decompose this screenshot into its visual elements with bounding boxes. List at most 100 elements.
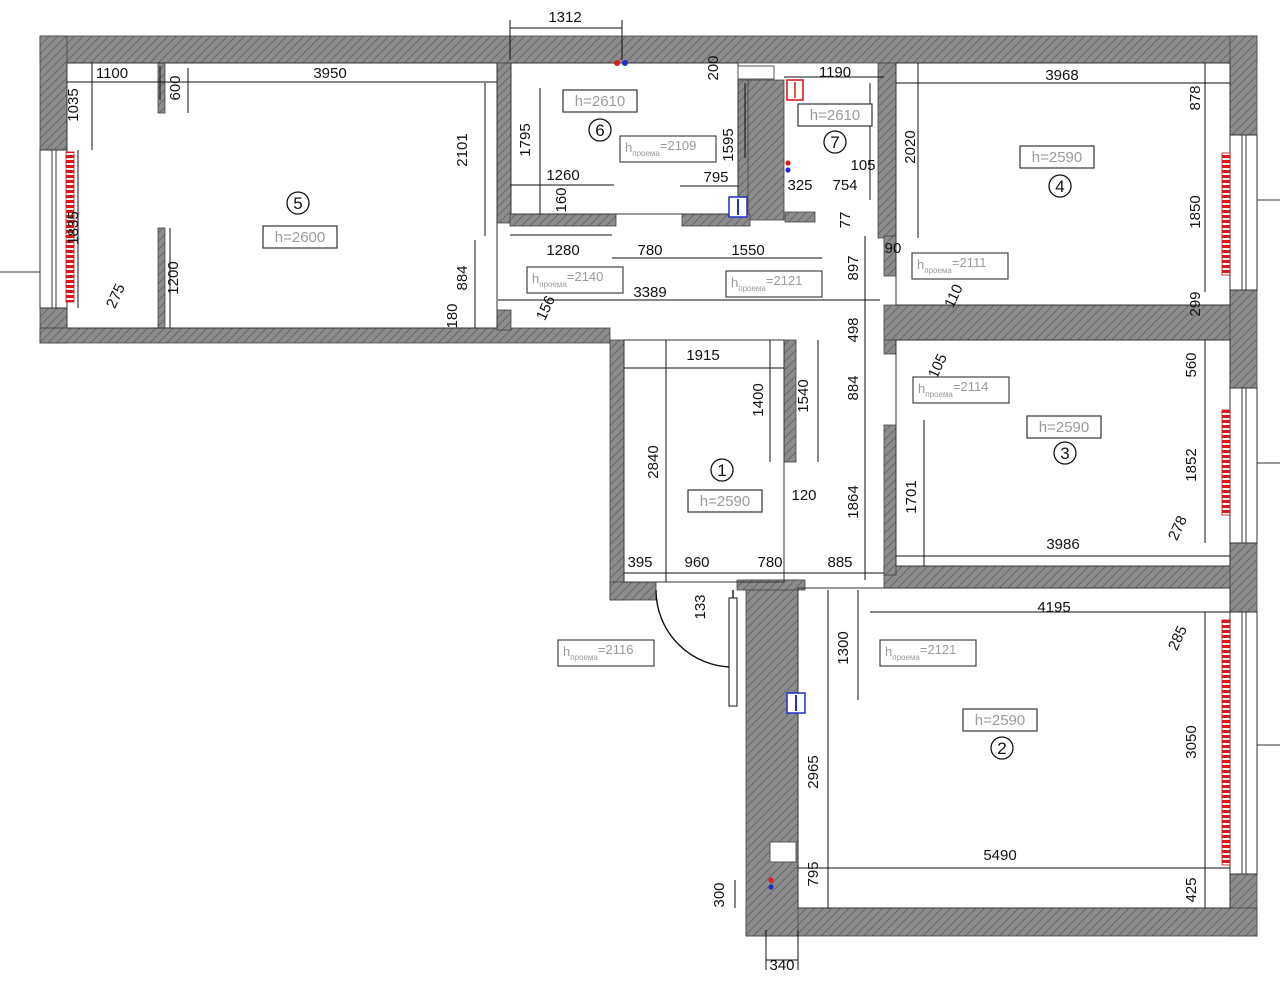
dimension-label: 278	[1165, 513, 1191, 543]
dimension-label: 1280	[546, 242, 579, 259]
dimension-label: 200	[705, 55, 722, 80]
room-height-label: h=2590	[687, 489, 763, 513]
dimension-label: 1100	[96, 65, 128, 82]
svg-text:3: 3	[1060, 444, 1069, 463]
window-room2	[1229, 611, 1258, 875]
dimension-label: 285	[1165, 623, 1191, 653]
dimension-label: 3050	[1183, 725, 1200, 758]
opening-height-label: hпроема=2116	[557, 639, 655, 667]
dimension-label: 275	[103, 281, 129, 311]
opening-height-label: hпроема=2121	[879, 639, 977, 667]
dimension-label: 885	[827, 554, 852, 571]
dimension-label: 299	[1187, 291, 1204, 316]
dimension-label: 884	[454, 265, 471, 290]
dimension-label: 780	[637, 242, 662, 259]
dimension-label: 1190	[819, 64, 851, 81]
room-number: 6	[588, 118, 612, 142]
opening-height-label: hпроема=2111	[911, 252, 1009, 280]
opening-labels: hпроема=2109 hпроема=2140 hпроема=2121 hпро…	[526, 135, 1010, 667]
svg-text:5: 5	[293, 194, 302, 213]
svg-text:hпроема=2109: hпроема=2109	[625, 138, 696, 158]
svg-text:hпроема=2116: hпроема=2116	[563, 642, 633, 662]
svg-text:4: 4	[1055, 177, 1064, 196]
dimension-label: 560	[1183, 352, 1200, 377]
dimension-label: 1300	[835, 631, 852, 664]
dimension-lines	[67, 20, 1230, 970]
dimension-label: 1850	[1187, 195, 1204, 228]
vent-icon	[737, 65, 775, 80]
dimension-label: 3950	[313, 65, 346, 82]
room-4: h=2590 4	[1019, 145, 1095, 198]
wall-bottom-left	[39, 327, 611, 344]
room-2: h=2590 2	[962, 708, 1038, 760]
dimension-label: 325	[787, 177, 812, 194]
svg-text:hпроема=2140: hпроема=2140	[532, 269, 603, 289]
dimension-label: 2020	[902, 130, 919, 163]
wall-room3-bottom	[883, 565, 1231, 589]
dimension-label: 1035	[65, 88, 82, 121]
dimension-label: 1701	[903, 480, 920, 513]
pipe-blue-icon	[785, 167, 791, 173]
room-3: h=2590 3	[1026, 415, 1102, 465]
room-6: h=2610 6	[562, 89, 638, 142]
dimension-label: 1595	[720, 128, 737, 161]
vent-icon	[769, 841, 797, 863]
wall-bottom-room1	[609, 581, 657, 601]
opening-height-label: hпроема=2121	[725, 270, 823, 298]
pipe-blue-icon	[622, 60, 628, 66]
svg-text:h=2590: h=2590	[975, 712, 1025, 729]
dimension-label: 90	[885, 240, 902, 257]
dimension-label: 878	[1187, 85, 1204, 110]
dimension-label: 120	[791, 487, 816, 504]
dimension-label: 105	[850, 157, 875, 174]
dimension-label: 77	[837, 212, 854, 229]
dimension-label: 960	[684, 554, 709, 571]
dimension-label: 1260	[546, 167, 579, 184]
svg-text:hпроема=2121: hпроема=2121	[731, 273, 802, 293]
svg-text:h=2610: h=2610	[575, 93, 625, 110]
wall-left-room1	[609, 339, 625, 601]
dimension-label: 133	[692, 594, 709, 619]
radiator-icon	[1221, 619, 1231, 866]
wall-hall-stub	[736, 579, 806, 591]
wall-corridor-stub	[496, 309, 512, 331]
dimension-label: 395	[627, 554, 652, 571]
dimension-label: 4195	[1037, 599, 1070, 616]
dimension-label: 300	[711, 882, 728, 907]
dimension-label: 3389	[633, 284, 666, 301]
svg-text:hпроема=2114: hпроема=2114	[918, 379, 988, 399]
wall-bottom-right	[745, 907, 1258, 937]
dimension-label: 1835	[65, 211, 82, 244]
window-room5	[39, 149, 68, 309]
dimension-label: 498	[845, 317, 862, 342]
dimension-label: 2965	[805, 755, 822, 788]
dimension-label: 600	[167, 75, 184, 100]
dimension-label: 2840	[645, 445, 662, 478]
fixtures	[614, 60, 806, 890]
dimension-label: 1795	[517, 123, 534, 156]
dimension-label: 795	[805, 861, 822, 886]
dimension-label: 340	[769, 957, 794, 974]
wall-partition-5b	[157, 227, 166, 329]
room-number: 2	[990, 736, 1014, 760]
dimension-label: 897	[845, 255, 862, 280]
dimension-label: 5490	[983, 847, 1016, 864]
walls	[39, 35, 1258, 937]
window-room4	[1229, 134, 1258, 291]
dimension-label: 1540	[795, 379, 812, 412]
entrance-door[interactable]	[655, 589, 738, 707]
room-height-label: h=2590	[962, 708, 1038, 732]
room-number: 5	[286, 191, 310, 215]
room-height-label: h=2590	[1019, 145, 1095, 169]
room-height-label: h=2590	[1026, 415, 1102, 439]
wall-room7-left	[747, 79, 785, 221]
wall-room5-6	[496, 62, 512, 224]
opening-height-label: hпроема=2140	[526, 266, 624, 294]
opening-height-label: hпроема=2109	[619, 135, 717, 163]
room-height-label: h=2610	[562, 89, 638, 113]
dimension-label: 1864	[845, 485, 862, 518]
room-number: 3	[1053, 441, 1077, 465]
radiator-icon	[1221, 152, 1231, 276]
